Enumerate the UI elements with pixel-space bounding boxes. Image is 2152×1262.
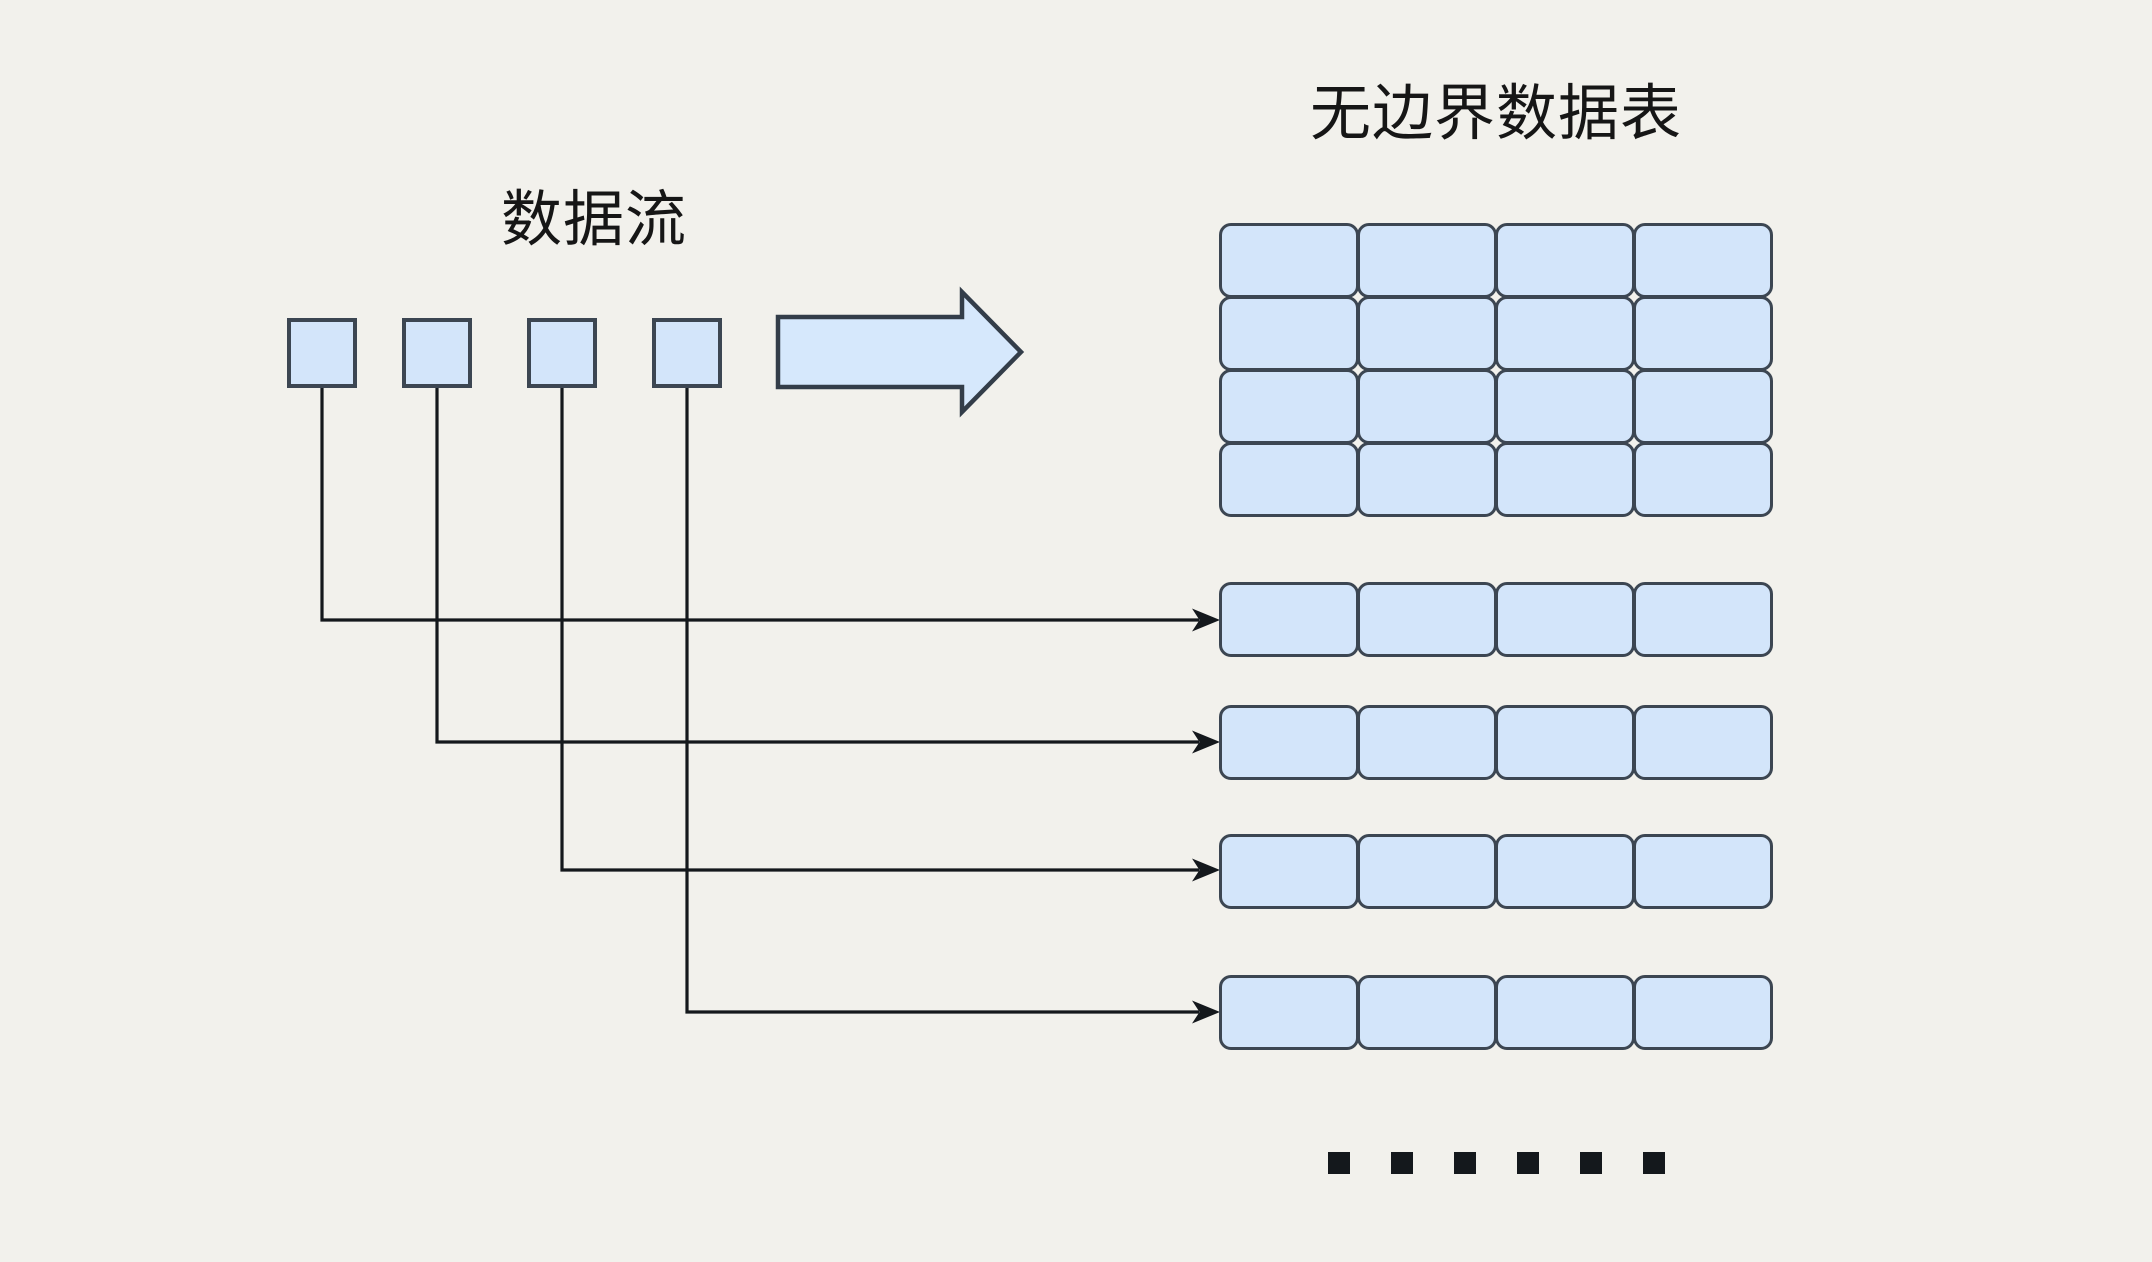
grid-cell	[1495, 296, 1635, 371]
ellipsis-dot	[1580, 1152, 1602, 1174]
grid-row	[1219, 442, 1773, 517]
arrowhead-icon	[1192, 730, 1220, 754]
table-row	[1219, 975, 1773, 1050]
grid-cell	[1357, 296, 1497, 371]
row-cell	[1219, 834, 1359, 909]
row-cell	[1219, 705, 1359, 780]
grid-cell	[1219, 369, 1359, 444]
row-cell	[1633, 975, 1773, 1050]
connector-line	[435, 386, 1199, 744]
row-cell	[1357, 834, 1497, 909]
table-row	[1219, 582, 1773, 657]
table-row	[1219, 705, 1773, 780]
flow-arrow-icon	[775, 286, 1025, 418]
grid-cell	[1495, 442, 1635, 517]
row-cell	[1495, 705, 1635, 780]
grid-row	[1219, 296, 1773, 371]
grid-cell	[1219, 296, 1359, 371]
ellipsis-dot	[1391, 1152, 1413, 1174]
grid-cell	[1495, 223, 1635, 298]
stream-title: 数据流	[501, 185, 688, 253]
grid-cell	[1633, 223, 1773, 298]
connector-group	[320, 386, 1199, 1014]
connector-line	[685, 386, 1199, 1014]
table-row	[1219, 834, 1773, 909]
grid-row	[1219, 223, 1773, 298]
connector-line	[320, 386, 1199, 622]
ellipsis-dot	[1643, 1152, 1665, 1174]
ellipsis-dot	[1517, 1152, 1539, 1174]
grid-cell	[1633, 296, 1773, 371]
row-cell	[1357, 705, 1497, 780]
row-cell	[1633, 582, 1773, 657]
arrowhead-icon	[1192, 858, 1220, 882]
row-cell	[1495, 582, 1635, 657]
grid-cell	[1357, 442, 1497, 517]
row-cell	[1219, 582, 1359, 657]
row-cell	[1495, 834, 1635, 909]
grid-cell	[1633, 442, 1773, 517]
row-cell	[1633, 834, 1773, 909]
arrowhead-icon	[1192, 608, 1220, 632]
grid-row	[1219, 369, 1773, 444]
row-cell	[1219, 975, 1359, 1050]
stream-square	[652, 318, 722, 388]
connector-arrowheads	[1192, 608, 1220, 1024]
ellipsis-dot	[1454, 1152, 1476, 1174]
row-cell	[1357, 582, 1497, 657]
row-cell	[1357, 975, 1497, 1050]
grid-cell	[1633, 369, 1773, 444]
unbounded-table-title: 无边界数据表	[1309, 79, 1682, 147]
row-cell	[1495, 975, 1635, 1050]
connector-line	[560, 386, 1199, 872]
ellipsis-dots	[1328, 1152, 1665, 1174]
stream-square	[287, 318, 357, 388]
grid-cell	[1357, 369, 1497, 444]
grid-cell	[1357, 223, 1497, 298]
grid-cell	[1495, 369, 1635, 444]
stream-square	[527, 318, 597, 388]
arrowhead-icon	[1192, 1000, 1220, 1024]
grid-cell	[1219, 223, 1359, 298]
unbounded-table-grid	[1219, 223, 1773, 517]
grid-cell	[1219, 442, 1359, 517]
stream-square	[402, 318, 472, 388]
ellipsis-dot	[1328, 1152, 1350, 1174]
row-cell	[1633, 705, 1773, 780]
